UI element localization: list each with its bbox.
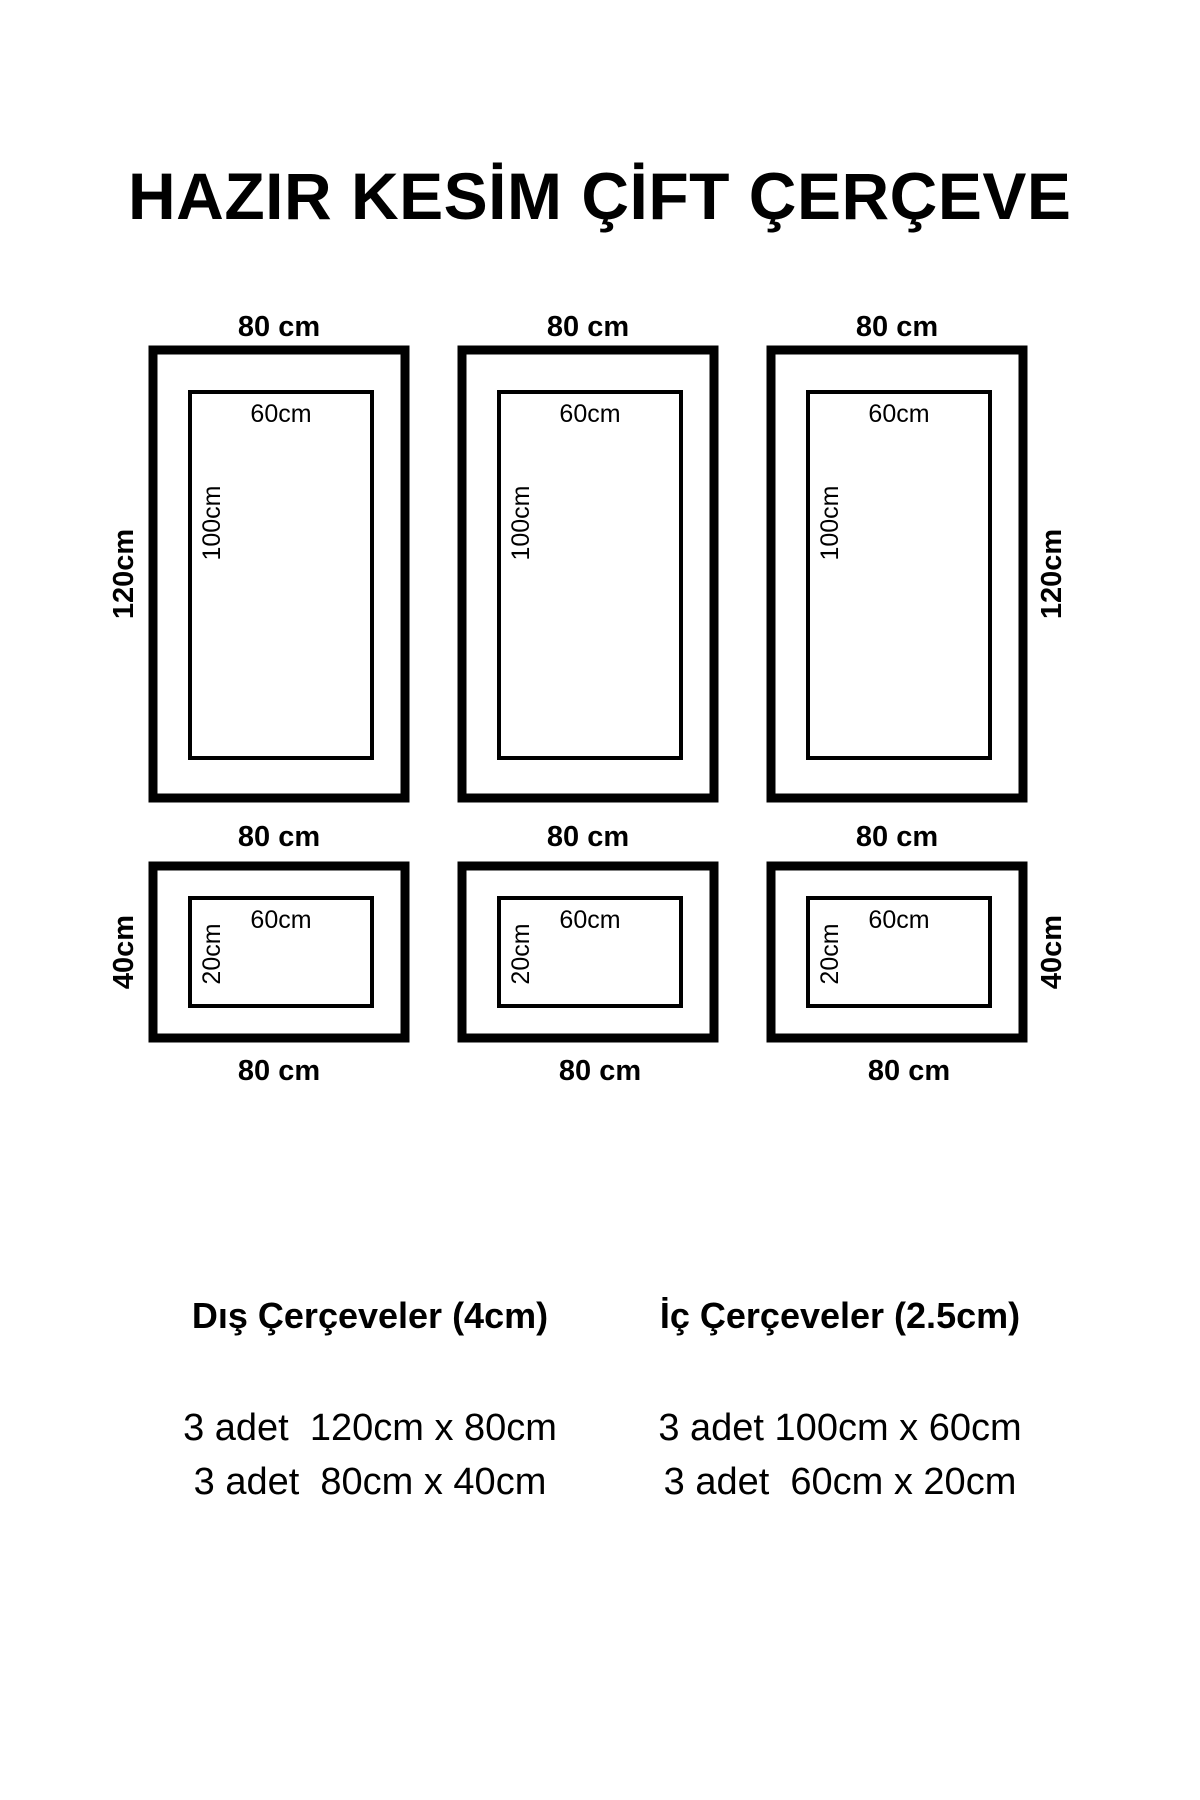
outer-width-label: 80 cm [547,311,629,343]
inner-width-label: 60cm [559,400,620,428]
inner-width-label: 60cm [250,400,311,428]
outer-bottom-width-label: 80 cm [868,1055,950,1087]
outer-height-label: 40cm [1036,915,1068,989]
inner-width-label: 60cm [868,906,929,934]
inner-frame-rect [806,896,992,1008]
outer-height-label: 120cm [108,529,140,619]
inner-height-label: 20cm [198,923,226,984]
outer-bottom-width-label: 80 cm [559,1055,641,1087]
outer-frame-rect [457,861,719,1043]
inner-frame-rect [497,896,683,1008]
inner-frames-summary: İç Çerçeveler (2.5cm) 3 adet 100cm x 60c… [580,1295,1100,1509]
outer-frames-line: 3 adet 120cm x 80cm [183,1407,557,1449]
outer-frames-heading: Dış Çerçeveler (4cm) [191,1295,549,1336]
outer-frame-rect [457,345,719,803]
outer-width-label: 80 cm [856,311,938,343]
outer-height-label: 40cm [108,915,140,989]
outer-frame-rect [766,345,1028,803]
inner-frames-heading: İç Çerçeveler (2.5cm) [659,1295,1021,1336]
outer-frame-rect [148,861,410,1043]
outer-bottom-width-label: 80 cm [547,821,629,853]
inner-height-label: 100cm [507,485,535,560]
inner-frame-rect [188,896,374,1008]
frame-layout-diagram: 80 cm 80 cm 120cm 60cm 100cm 80 cm 80 cm 60cm 10… [108,311,1068,1087]
inner-frames-line: 3 adet 100cm x 60cm [658,1407,1022,1449]
outer-bottom-width-label: 80 cm [238,821,320,853]
inner-width-label: 60cm [868,400,929,428]
outer-bottom-width-label: 80 cm [238,1055,320,1087]
outer-width-label: 80 cm [238,311,320,343]
outer-frames-line: 3 adet 80cm x 40cm [193,1461,547,1503]
inner-height-label: 20cm [816,923,844,984]
inner-height-label: 100cm [816,485,844,560]
inner-frame-rect [188,390,374,760]
outer-bottom-width-label: 80 cm [856,821,938,853]
outer-frames-summary: Dış Çerçeveler (4cm) 3 adet 120cm x 80cm… [110,1295,630,1509]
inner-frame-rect [497,390,683,760]
inner-width-label: 60cm [559,906,620,934]
inner-height-label: 20cm [507,923,535,984]
page-title: HAZIR KESİM ÇİFT ÇERÇEVE [128,159,1072,233]
inner-frames-line: 3 adet 60cm x 20cm [663,1461,1017,1503]
inner-width-label: 60cm [250,906,311,934]
outer-frame-rect [148,345,410,803]
inner-height-label: 100cm [198,485,226,560]
outer-height-label: 120cm [1036,529,1068,619]
inner-frame-rect [806,390,992,760]
outer-frame-rect [766,861,1028,1043]
